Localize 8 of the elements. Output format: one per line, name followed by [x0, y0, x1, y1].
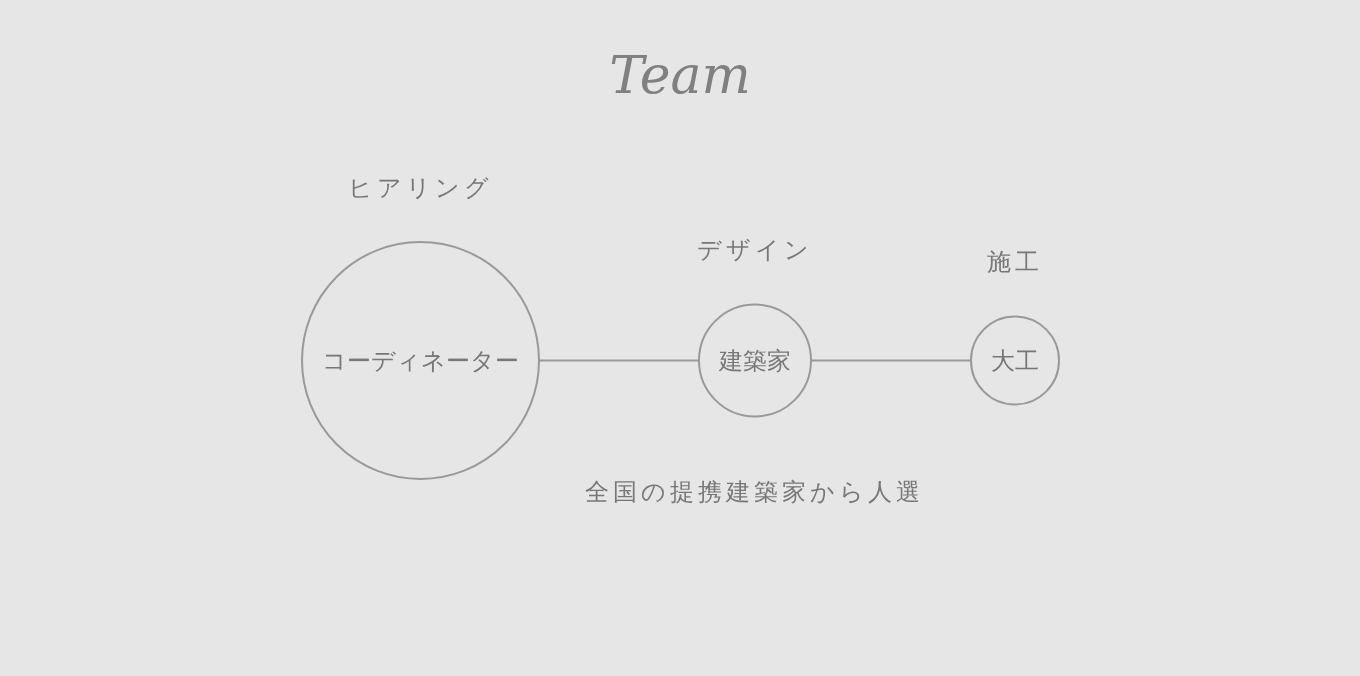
- diagram-title: Team: [609, 45, 751, 105]
- role-label: 施工: [986, 247, 1043, 278]
- role-label: デザイン: [696, 235, 813, 266]
- node-label: 建築家: [718, 346, 791, 374]
- node-label: 大工: [990, 346, 1039, 374]
- role-label: ヒアリング: [347, 172, 493, 204]
- node-label: コーディネーター: [321, 346, 519, 374]
- node-caption: 全国の提携建築家から人選: [585, 477, 924, 508]
